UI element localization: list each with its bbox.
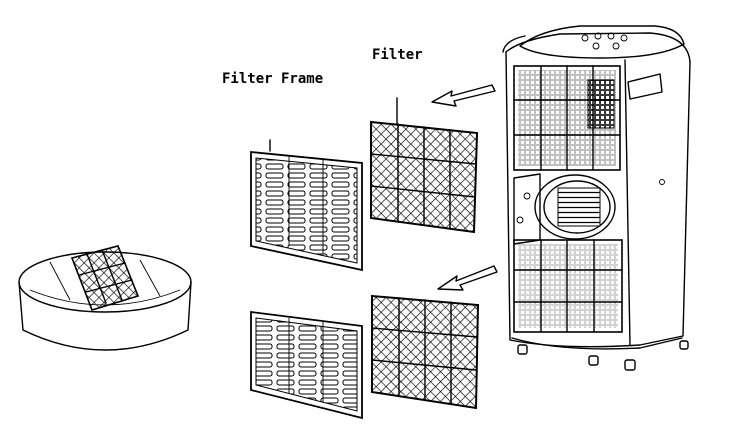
portable-air-conditioner — [502, 25, 691, 371]
filter-frame-upper — [250, 139, 363, 272]
filter-in-basin — [70, 245, 140, 311]
filter-frame-lower — [250, 310, 363, 420]
arrow-icon — [431, 84, 496, 107]
filter-upper — [370, 97, 479, 234]
filter-frame-label: Filter Frame — [222, 71, 324, 87]
arrow-icon — [437, 265, 498, 291]
filter-label: Filter — [372, 47, 423, 63]
filter-lower — [371, 294, 480, 410]
